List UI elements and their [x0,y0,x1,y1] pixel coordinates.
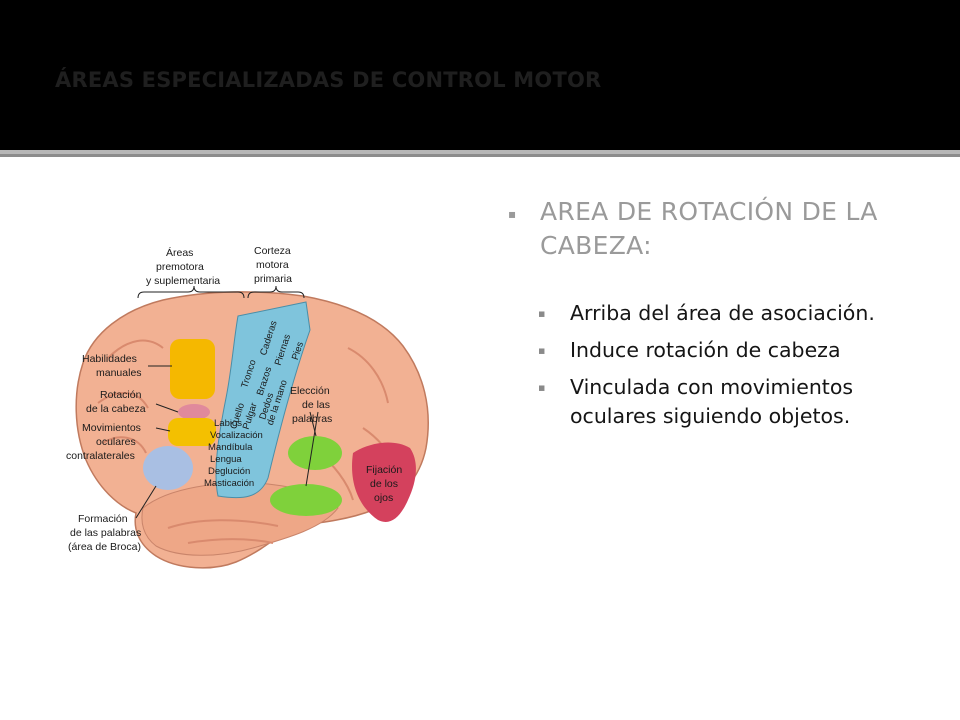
title-divider-dark [0,154,960,157]
square-bullet-icon: ▪ [508,207,517,221]
motor-strip [215,301,311,499]
sub-bullet-list: ▪ Arriba del área de asociación. ▪ Induc… [538,299,928,431]
label-premotor-3: y suplementaria [146,275,220,287]
word-selection-area-lower [270,484,342,516]
broca-area [143,446,193,490]
label-head-1: Rotación [100,389,142,401]
leader-lines [135,365,319,519]
sub-bullet-item: ▪ Vinculada con movimientos oculares sig… [538,373,928,431]
main-bullet-text: AREA DE ROTACIÓN DE LA CABEZA: [540,197,878,260]
sub-bullet-item: ▪ Arriba del área de asociación. [538,299,928,328]
sub-bullet-text: Arriba del área de asociación. [570,301,875,325]
title-bar: ÁREAS ESPECIALIZADAS DE CONTROL MOTOR [0,0,960,150]
head-rotation-area [178,404,210,420]
label-eyes-3: contralaterales [66,450,135,462]
brain-motor-areas-figure: Áreas premotora y suplementaria Corteza … [48,238,438,583]
label-hands-1: Habilidades [82,353,137,365]
label-eyes-1: Movimientos [82,422,141,434]
strip-label-vocalization: Vocalización [210,430,263,441]
strip-label-lips: Labios [214,418,242,429]
label-broca-2: de las palabras [70,527,141,539]
label-words-3: palabras [292,413,332,425]
label-broca-1: Formación [78,513,128,525]
main-bullet: ▪ AREA DE ROTACIÓN DE LA CABEZA: [508,195,928,263]
label-fixation-3: ojos [374,492,393,504]
label-fixation-2: de los [370,478,398,490]
label-words-1: Elección [290,385,330,397]
label-head-2: de la cabeza [86,403,146,415]
label-broca-3: (área de Broca) [68,541,141,553]
sub-bullet-item: ▪ Induce rotación de cabeza [538,336,928,365]
strip-label-swallowing: Deglución [208,466,250,477]
brain-diagram: Áreas premotora y suplementaria Corteza … [66,245,429,569]
label-motor-1: Corteza [254,245,291,257]
eye-fixation-area [352,442,416,522]
sub-bullet-text: Induce rotación de cabeza [570,338,841,362]
hands-area [170,339,215,399]
strip-label-chewing: Masticación [204,478,254,489]
label-premotor-2: premotora [156,261,204,273]
word-selection-area-upper [288,436,342,470]
label-hands-2: manuales [96,367,142,379]
top-brackets [137,285,305,299]
label-motor-3: primaria [254,273,292,285]
label-words-2: de las [302,399,330,411]
square-bullet-icon: ▪ [538,381,546,394]
square-bullet-icon: ▪ [538,307,546,320]
strip-label-tongue: Lengua [210,454,242,465]
label-motor-2: motora [256,259,289,271]
slide-content: ▪ AREA DE ROTACIÓN DE LA CABEZA: ▪ Arrib… [508,195,928,439]
label-fixation-1: Fijación [366,464,402,476]
slide-title: ÁREAS ESPECIALIZADAS DE CONTROL MOTOR [55,68,602,92]
title-divider-light [0,150,960,154]
square-bullet-icon: ▪ [538,344,546,357]
eye-movements-area [168,418,216,446]
label-premotor-1: Áreas [166,246,193,259]
sub-bullet-text: Vinculada con movimientos oculares sigui… [570,375,854,428]
strip-label-jaw: Mandíbula [208,442,253,453]
label-eyes-2: oculares [96,436,136,448]
